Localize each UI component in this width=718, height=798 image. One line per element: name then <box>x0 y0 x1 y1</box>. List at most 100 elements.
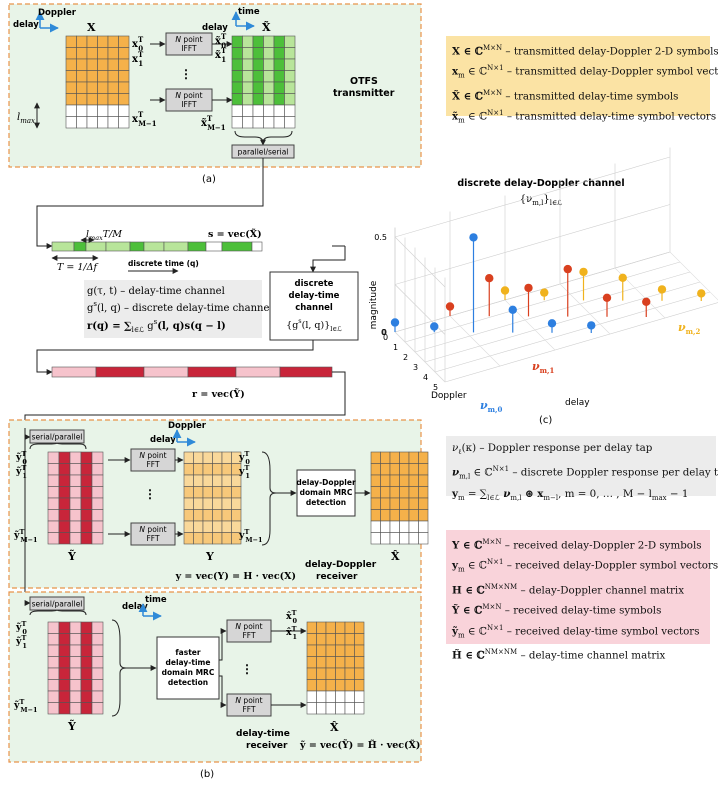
matrix-cell <box>408 532 419 545</box>
matrix-cell <box>69 633 82 646</box>
Xt-matrix-grid <box>231 35 296 129</box>
g-eq-2: gs(l, q) – discrete delay-time channel <box>87 300 273 314</box>
matrix-cell <box>231 509 242 522</box>
series-label-0: νm,0 <box>480 399 502 414</box>
matrix-cell <box>47 474 60 487</box>
matrix-cell <box>306 656 317 669</box>
matrix-cell <box>231 497 242 510</box>
matrix-cell <box>344 667 355 680</box>
matrix-cell <box>91 451 104 464</box>
legend-row: ym = ∑l∈ℒ νm,l ⊛ xm−l, m = 0, … , M − lm… <box>452 487 689 502</box>
legend-row: X ∈ ℂM×N – transmitted delay-Doppler 2-D… <box>452 44 718 58</box>
matrix-cell <box>91 497 104 510</box>
matrix-cell <box>335 667 346 680</box>
matrix-cell <box>47 667 60 680</box>
matrix-cell <box>118 104 130 117</box>
delay-zero-tick: 0 <box>381 328 386 337</box>
matrix-cell <box>354 702 365 715</box>
s-vector-row <box>51 241 263 252</box>
matrix-cell <box>107 58 119 71</box>
delay-axis-label: delay <box>565 398 590 408</box>
matrix-cell <box>86 104 98 117</box>
matrix-cell <box>284 116 296 129</box>
svg-text:N point: N point <box>175 35 202 44</box>
matrix-cell <box>80 667 93 680</box>
channel-section: lmaxT/M s = vec(X̃) T = 1/Δf discrete ti… <box>24 228 359 428</box>
lmaxT-label: lmaxT/M <box>86 229 122 242</box>
legend-row: ym ∈ ℂN×1 – received delay-Doppler symbo… <box>452 558 718 574</box>
chart-title: discrete delay-Doppler channel <box>457 178 624 189</box>
matrix-cell <box>183 463 194 476</box>
matrix-cell <box>231 35 243 48</box>
stem-marker <box>540 288 549 297</box>
series-label-2: νm,2 <box>678 321 700 336</box>
matrix-cell <box>91 474 104 487</box>
matrix-cell <box>97 104 109 117</box>
matrix-cell <box>47 520 60 533</box>
matrix-cell <box>86 35 98 48</box>
matrix-cell <box>242 70 254 83</box>
axis-delay-label: delay <box>13 20 39 30</box>
matrix-cell <box>65 70 77 83</box>
matrix-cell <box>97 70 109 83</box>
matrix-cell <box>65 58 77 71</box>
svg-text:delay-Doppler: delay-Doppler <box>305 560 377 570</box>
matrix-cell <box>193 451 204 464</box>
matrix-cell <box>242 93 254 106</box>
matrix-cell <box>69 463 82 476</box>
r-segment <box>51 366 97 378</box>
r-eq: r(q) = ∑l∈ℒ gs(l, q)s(q − l) <box>87 318 226 334</box>
svg-text:ỹT1: ỹT1 <box>15 464 27 480</box>
matrix-cell <box>58 474 71 487</box>
stem-marker <box>500 286 510 295</box>
matrix-cell <box>335 679 346 692</box>
matrix-cell <box>80 532 93 545</box>
matrix-cell <box>408 463 419 476</box>
stem-marker <box>445 302 455 311</box>
matrix-cell <box>76 47 88 60</box>
svg-text:domain MRC: domain MRC <box>300 488 353 497</box>
matrix-cell <box>69 679 82 692</box>
matrix-cell <box>370 474 381 487</box>
matrix-cell <box>344 690 355 703</box>
stem-marker <box>563 264 572 274</box>
s-segment <box>105 241 131 252</box>
vertical-ellipsis: ⋮ <box>180 67 192 81</box>
matrix-cell <box>47 690 60 703</box>
matrix-cell <box>380 486 391 499</box>
matrix-cell <box>80 702 93 715</box>
matrix-cell <box>252 116 264 129</box>
matrix-cell <box>183 509 194 522</box>
legend-row: H̃ ∈ ℂNM×NM – delay-time channel matrix <box>452 648 666 662</box>
svg-text:Ỹ: Ỹ <box>67 549 76 563</box>
matrix-cell <box>221 520 232 533</box>
matrix-cell <box>284 104 296 117</box>
matrix-cell <box>273 35 285 48</box>
matrix-cell <box>344 621 355 634</box>
matrix-cell <box>80 679 93 692</box>
matrix-cell <box>91 532 104 545</box>
stem-marker <box>390 318 400 327</box>
matrix-cell <box>69 621 82 634</box>
s-segment <box>143 241 165 252</box>
T-equation: T = 1/Δf <box>57 262 98 273</box>
matrix-cell <box>80 451 93 464</box>
doppler-tick-label: 4 <box>423 373 428 382</box>
s-segment <box>221 241 253 252</box>
matrix-cell <box>65 93 77 106</box>
doppler-axis-label: Doppler <box>431 391 467 401</box>
svg-text:X̂: X̂ <box>330 721 339 734</box>
matrix-cell <box>97 93 109 106</box>
matrix-cell <box>47 463 60 476</box>
matrix-cell <box>325 656 336 669</box>
matrix-cell <box>193 486 204 499</box>
matrix-cell <box>193 520 204 533</box>
legend-row: Ỹ ∈ ℂM×N – received delay-time symbols <box>452 603 662 617</box>
matrix-cell <box>273 81 285 94</box>
svg-text:X̂: X̂ <box>391 550 400 563</box>
matrix-cell <box>221 497 232 510</box>
g-eq-1: g(τ, t) – delay-time channel <box>87 286 225 297</box>
matrix-cell <box>65 116 77 129</box>
matrix-cell <box>80 633 93 646</box>
matrix-cell <box>389 486 400 499</box>
